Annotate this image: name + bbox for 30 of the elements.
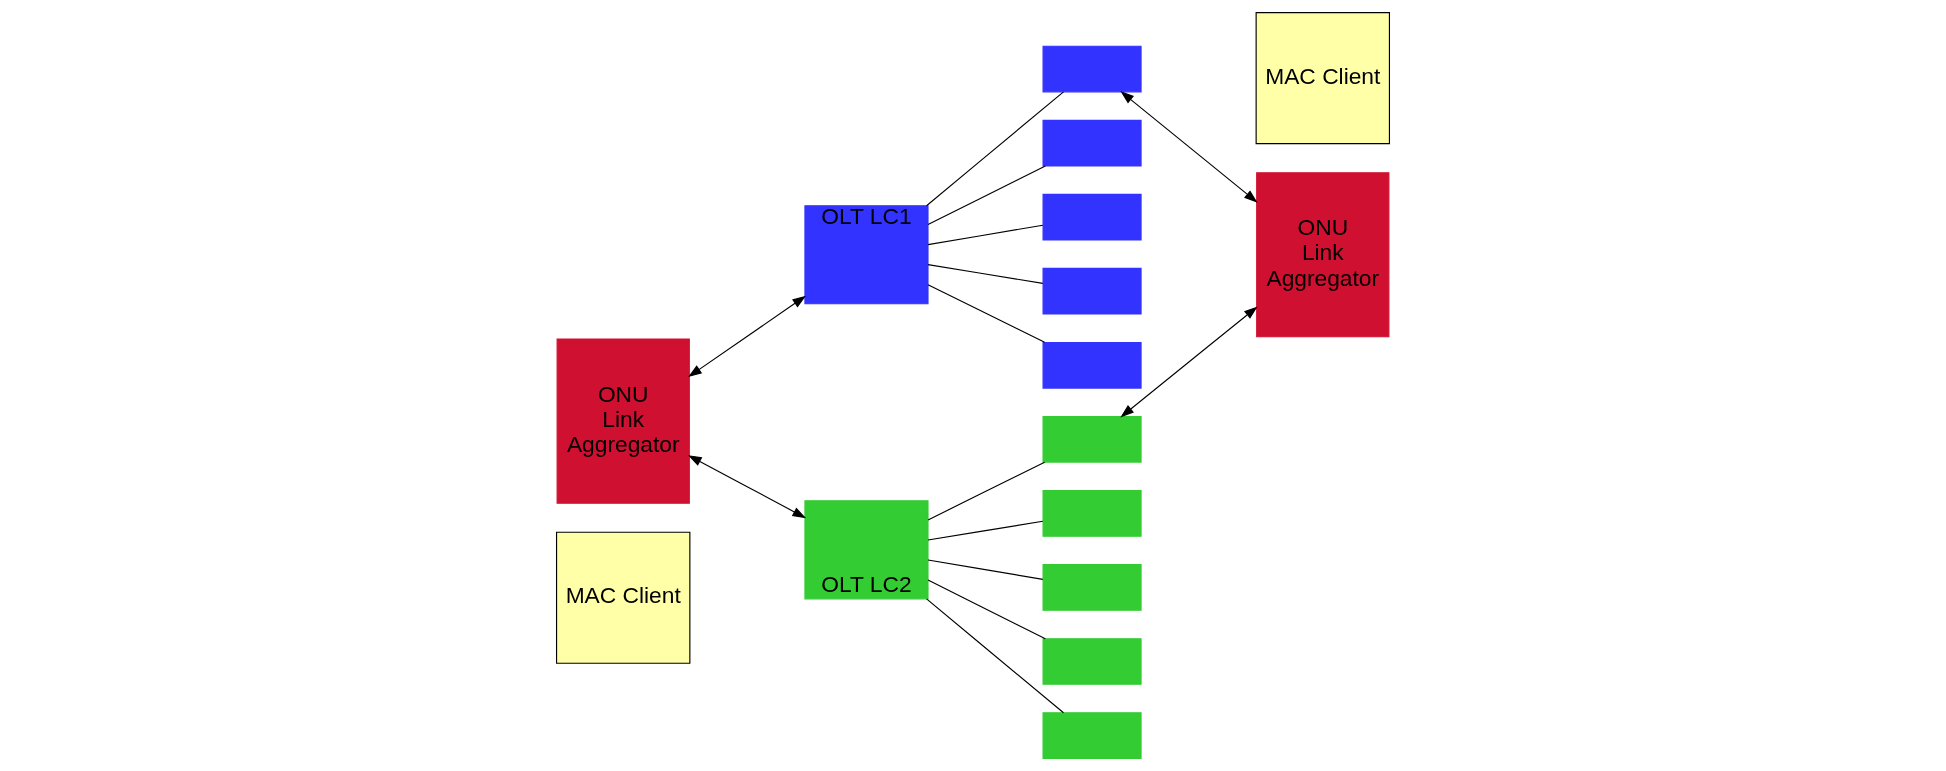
- connector: [926, 598, 1065, 714]
- node-box: [1042, 416, 1142, 463]
- connector: [927, 559, 1044, 580]
- node-box: ONU Link Aggregator: [556, 338, 690, 504]
- node-box: [1042, 341, 1142, 389]
- node-box: [1042, 45, 1142, 93]
- node-box: [1042, 564, 1142, 611]
- connector: [926, 91, 1065, 207]
- node-box: [1042, 119, 1142, 167]
- arrow: [688, 295, 807, 378]
- node-box: MAC Client: [1255, 12, 1390, 145]
- connector: [927, 224, 1044, 246]
- node-box: [1042, 193, 1142, 241]
- arrow: [1120, 306, 1258, 418]
- arrow: [1120, 91, 1258, 203]
- node-box: [1042, 490, 1142, 537]
- connector: [927, 284, 1046, 343]
- arrow: [688, 455, 807, 519]
- connector: [927, 165, 1046, 226]
- node-box: MAC Client: [556, 531, 691, 664]
- connector: [927, 461, 1046, 521]
- node-box: OLT LC2: [804, 500, 929, 600]
- node-box: [1042, 712, 1142, 759]
- node-box: [1042, 638, 1142, 685]
- connector: [927, 579, 1046, 640]
- node-box: [1042, 267, 1142, 315]
- node-box: OLT LC1: [804, 205, 929, 305]
- node-box: ONU Link Aggregator: [1256, 172, 1390, 338]
- connector: [927, 264, 1044, 284]
- connector: [927, 520, 1044, 541]
